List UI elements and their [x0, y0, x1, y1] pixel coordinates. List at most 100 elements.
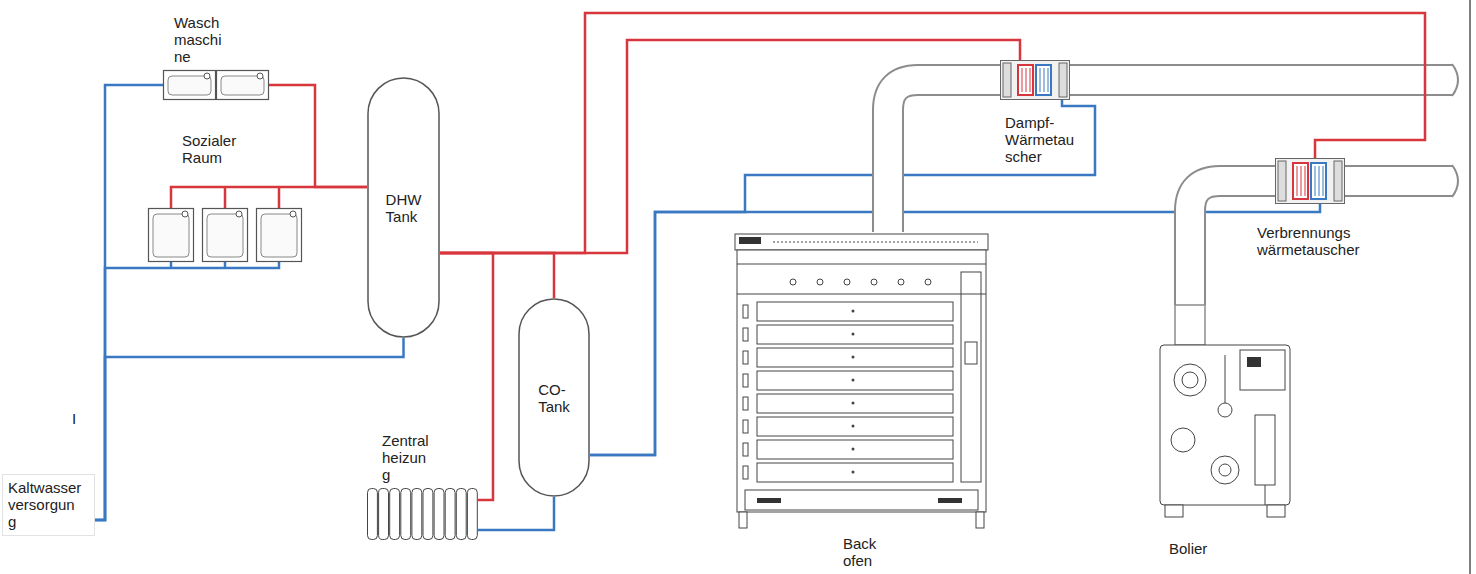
flue-duct: [1345, 165, 1452, 197]
drawing-part: [153, 214, 189, 257]
water-pipe: [440, 13, 1425, 253]
steam-heat-exchanger-drawing: [1000, 60, 1070, 100]
node-label: CO-Tank: [536, 381, 572, 415]
drawing-part: [757, 394, 953, 413]
drawing-part: [743, 305, 748, 318]
drawing-part: [519, 299, 589, 496]
drawing-part: [1211, 456, 1239, 484]
drawing-part: [757, 463, 953, 482]
drawing-part: [743, 351, 748, 364]
drawing-part: [773, 242, 978, 243]
drawing-part: [1171, 428, 1195, 452]
drawing-part: [1160, 345, 1290, 505]
drawing-part: [217, 71, 269, 100]
washing-machine: Wasch maschi ne: [163, 70, 269, 100]
drawing-part: [1311, 163, 1326, 199]
social-room: Sozialer Raum: [148, 208, 302, 262]
drawing-part: [852, 425, 855, 428]
hot-water-tank: DHW Tank: [367, 77, 440, 338]
drawing-part: [743, 443, 748, 456]
drawing-part: [965, 342, 977, 364]
node-label: Bolier: [1167, 540, 1209, 557]
radiator: Zentral heizun g: [367, 488, 478, 540]
duct-inner: [888, 80, 1000, 232]
drawing-part: [290, 211, 296, 217]
flue-duct: [1345, 167, 1452, 195]
cold-water-supply: Kaltwasser versorgun g: [2, 474, 95, 536]
drawing-part: [976, 512, 984, 528]
drawing-part: [1219, 464, 1231, 476]
drawing-part: [1247, 357, 1261, 367]
duct-wall: [888, 80, 1000, 232]
drawing-part: [1036, 65, 1051, 95]
baking-oven: Back ofen: [733, 232, 990, 532]
drawing-part: [852, 471, 855, 474]
drawing-part: [938, 498, 962, 503]
drawing-part: [1225, 355, 1226, 403]
drawing-part: [1048, 68, 1049, 92]
duct-cap: [1452, 64, 1458, 96]
node-label: Sozialer Raum: [180, 132, 238, 166]
drawing-part: [844, 279, 850, 285]
water-pipe: [95, 262, 279, 520]
pipe-branch: [170, 262, 173, 268]
drawing-part: [757, 371, 953, 390]
drawing-part: [149, 209, 194, 262]
drawing-part: [757, 302, 953, 321]
drawing-part: [168, 76, 211, 95]
drawing-part: [182, 211, 188, 217]
drawing-part: [743, 466, 748, 479]
drawing-part: [1026, 68, 1027, 92]
node-label: Verbrennungs wärmetauscher: [1255, 224, 1362, 258]
node-label: Wasch maschi ne: [172, 14, 224, 65]
drawing-part: [204, 73, 210, 79]
drawing-part: [1301, 166, 1302, 196]
social-room-drawing: [148, 208, 302, 262]
drawing-part: [735, 234, 988, 250]
co-tank: CO-Tank: [518, 298, 590, 497]
drawing-part: [1018, 65, 1033, 95]
water-pipe: [440, 253, 493, 500]
drawing-part: [1265, 485, 1266, 505]
drawing-part: [852, 379, 855, 382]
water-pipe: [440, 253, 554, 298]
drawing-part: [434, 489, 444, 540]
node-label: Kaltwasser versorgun g: [6, 479, 83, 530]
drawing-part: [1165, 505, 1183, 517]
drawing-part: [1240, 350, 1285, 390]
drawing-part: [1059, 63, 1067, 97]
flue-heat-exchanger-drawing: [1275, 158, 1345, 204]
drawing-part: [898, 279, 904, 285]
drawing-part: [737, 294, 986, 295]
drawing-part: [757, 498, 781, 503]
node-label: Dampf- Wärmetau scher: [1003, 114, 1076, 165]
pipe-branch: [224, 187, 227, 208]
drawing-part: [390, 489, 400, 540]
drawing-part: [743, 328, 748, 341]
baking-oven-drawing: [733, 232, 990, 532]
water-pipe: [95, 338, 404, 520]
drawing-part: [1003, 63, 1011, 97]
drawing-part: [817, 279, 823, 285]
drawing-part: [757, 440, 953, 459]
label-holder: I: [70, 410, 78, 427]
drawing-part: [467, 489, 477, 540]
drawing-part: [737, 264, 986, 265]
drawing-part: [743, 397, 748, 410]
drawing-part: [743, 374, 748, 387]
drawing-part: [1334, 161, 1342, 201]
drawing-part: [1293, 163, 1308, 199]
steam-heat-exchanger: Dampf- Wärmetau scher: [1000, 60, 1070, 100]
drawing-part: [257, 209, 302, 262]
drawing-part: [790, 279, 796, 285]
drawing-part: [1305, 166, 1306, 196]
drawing-part: [164, 71, 216, 100]
drawing-part: [456, 489, 466, 540]
drawing-part: [745, 490, 978, 510]
drawing-part: [257, 73, 263, 79]
drawing-part: [852, 333, 855, 336]
water-pipe: [478, 497, 554, 530]
water-pipe: [171, 187, 367, 208]
drawing-part: [379, 489, 389, 540]
